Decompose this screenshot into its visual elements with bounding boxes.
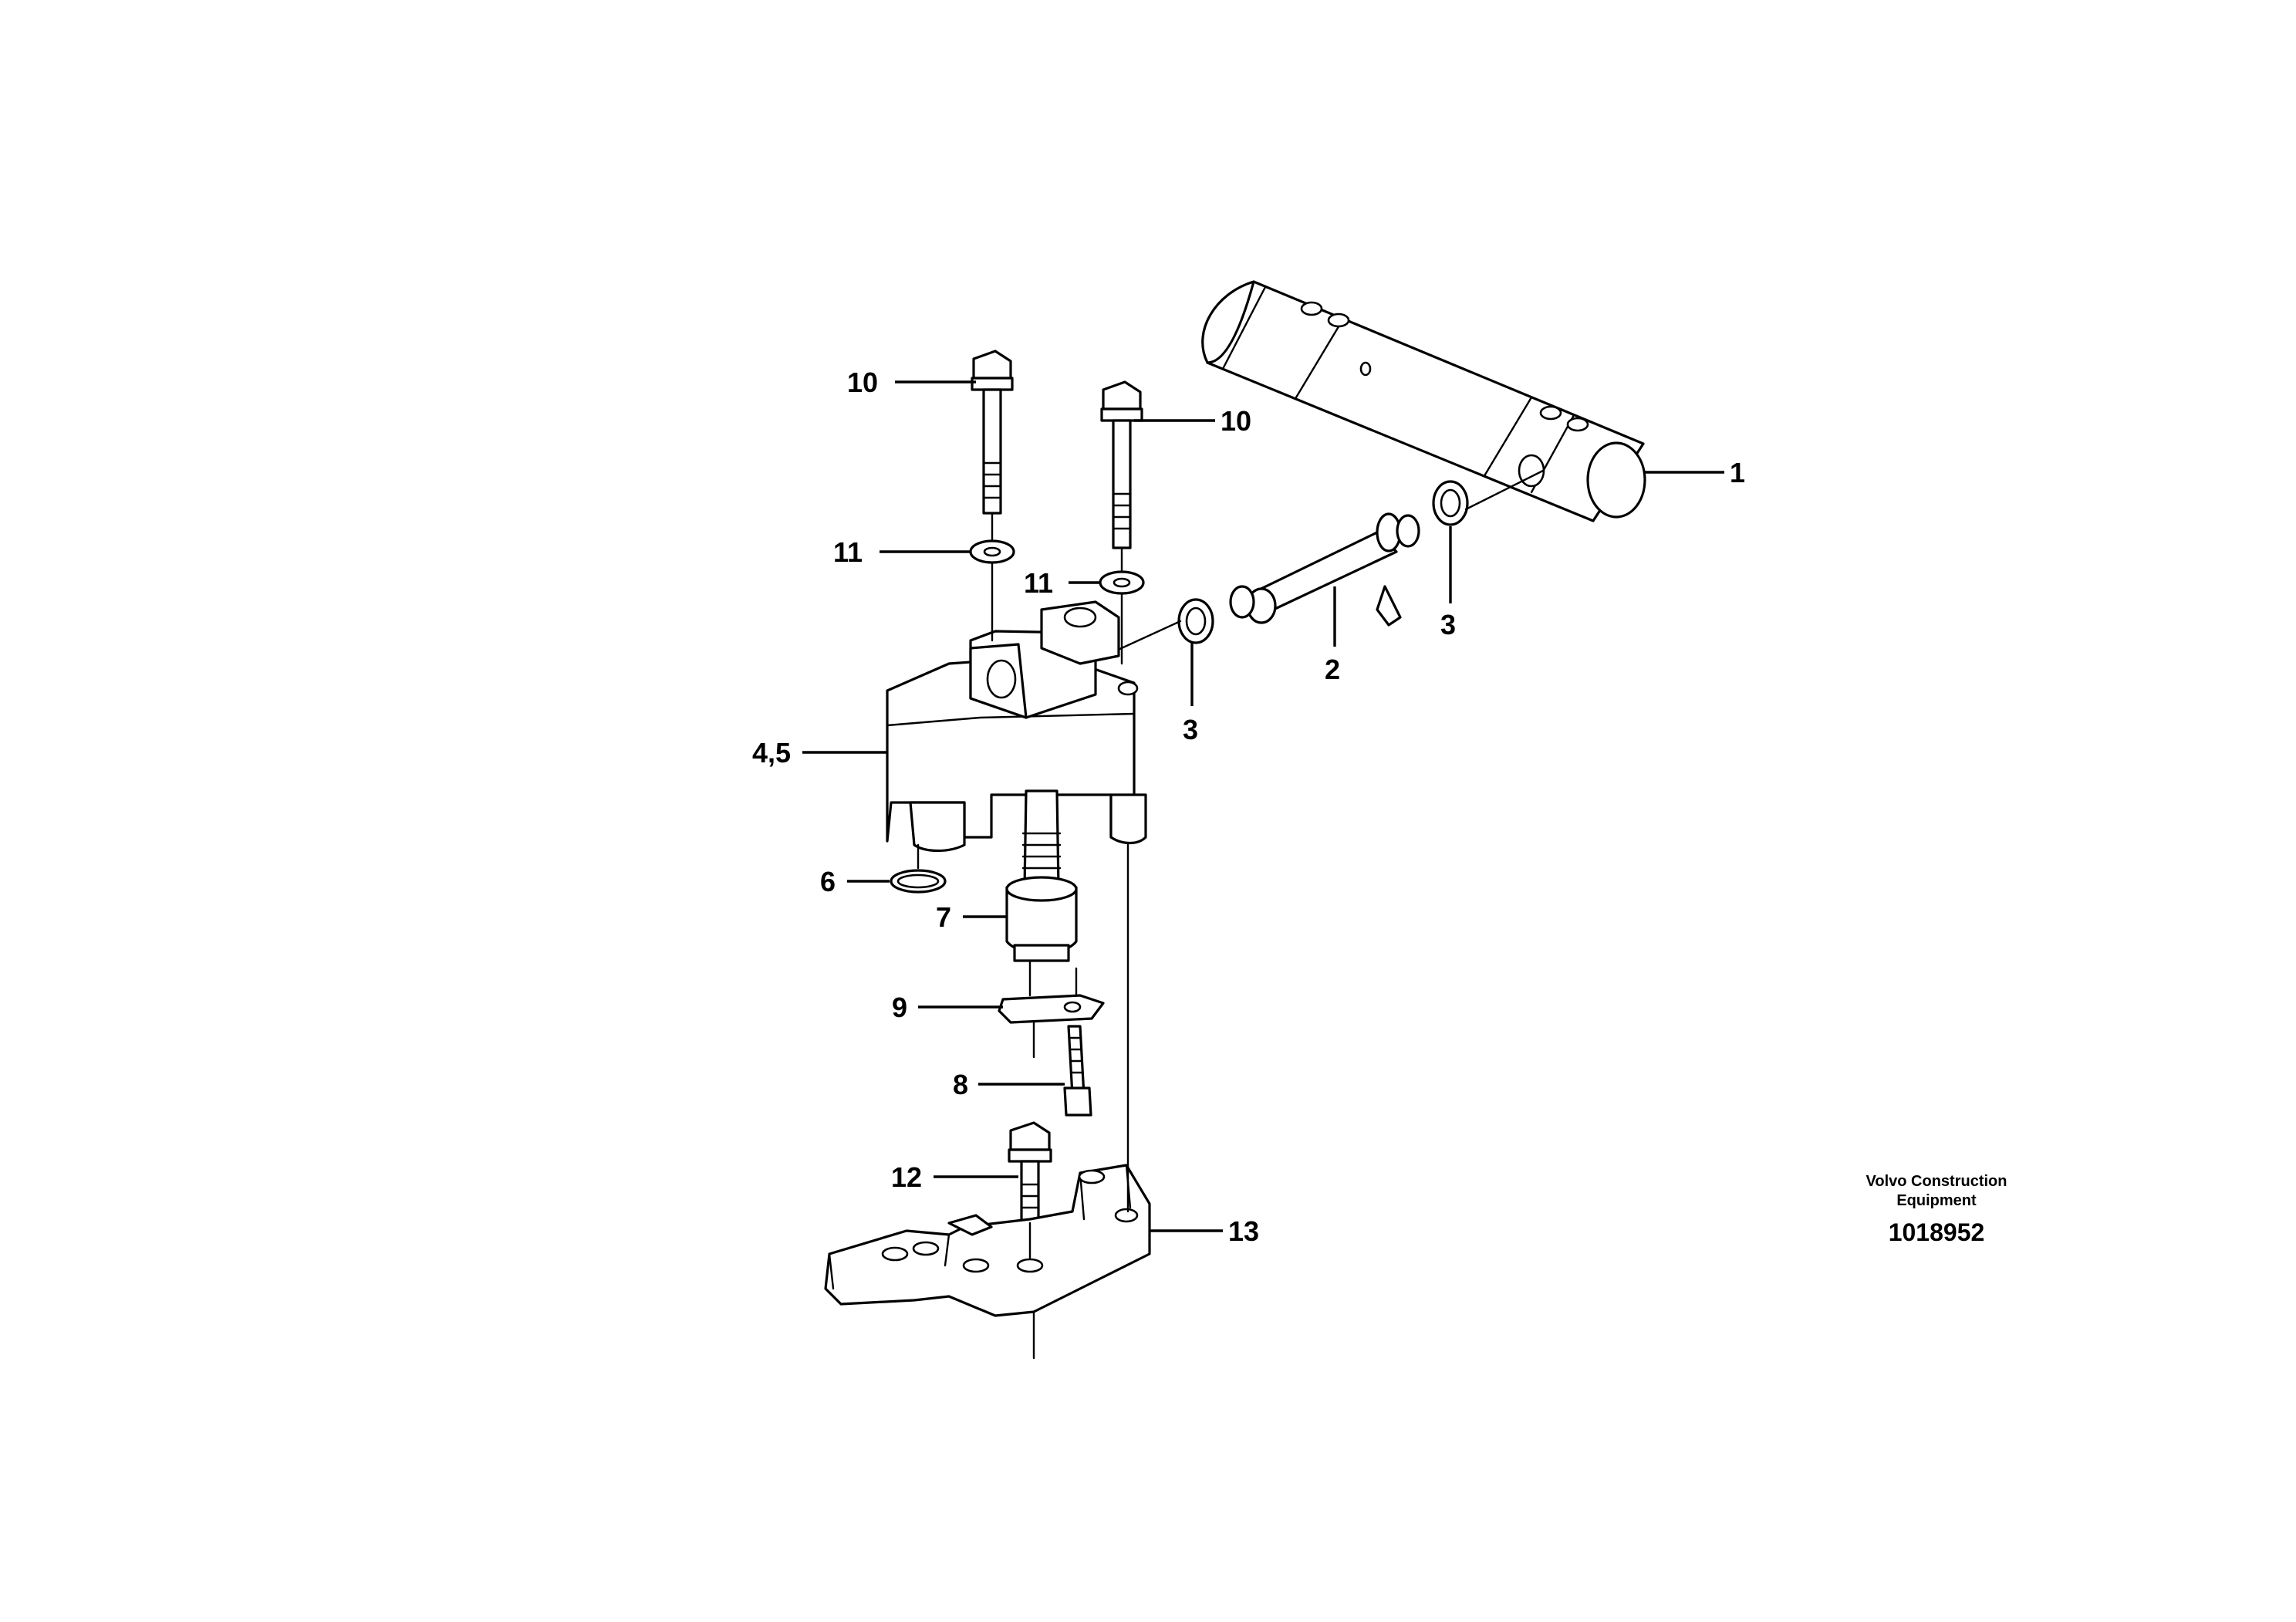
- drawing-number: 1018952: [1889, 1218, 1985, 1246]
- part-1-shaft: [1201, 280, 1646, 522]
- part-13-bracket: [824, 1164, 1151, 1317]
- part-3-seal-ring-left: [1177, 598, 1214, 644]
- callout-2: 2: [1325, 654, 1340, 685]
- callout-6: 6: [820, 866, 836, 897]
- part-10-bolt-right: [1100, 380, 1143, 549]
- callout-11-right: 11: [1024, 567, 1053, 599]
- brand-block: Volvo Construction Equipment 1018952: [1866, 1173, 2007, 1246]
- callout-11-left: 11: [833, 536, 863, 568]
- callout-10-right: 10: [1221, 405, 1251, 437]
- part-4-5-valve-housing: [886, 600, 1147, 853]
- callout-13: 13: [1228, 1215, 1259, 1247]
- part-9-clamp: [998, 994, 1105, 1024]
- callout-3-left: 3: [1183, 714, 1198, 745]
- callout-3-right: 3: [1440, 609, 1456, 640]
- part-10-bolt-left: [971, 350, 1014, 515]
- part-11-washer-right: [1099, 570, 1145, 595]
- callout-leaders: [802, 380, 1724, 1232]
- callout-9: 9: [892, 992, 907, 1023]
- callout-10-left: 10: [847, 367, 878, 398]
- part-12-bolt: [1008, 1121, 1052, 1225]
- part-3-seal-ring-right: [1432, 480, 1469, 526]
- part-2-pipe: [1229, 512, 1420, 627]
- brand-line-1: Volvo Construction: [1866, 1173, 2007, 1190]
- part-7-valve-cartridge: [1005, 789, 1078, 962]
- part-6-o-ring: [890, 869, 947, 894]
- callout-1: 1: [1730, 457, 1745, 488]
- callout-8: 8: [953, 1069, 968, 1100]
- assembly-lines: [917, 512, 1129, 1360]
- part-8-screw: [1063, 1025, 1092, 1117]
- callout-12: 12: [891, 1161, 922, 1193]
- callout-7: 7: [936, 901, 951, 933]
- callout-4-5: 4,5: [752, 737, 791, 769]
- brand-line-2: Equipment: [1896, 1192, 1977, 1209]
- part-11-washer-left: [969, 539, 1015, 564]
